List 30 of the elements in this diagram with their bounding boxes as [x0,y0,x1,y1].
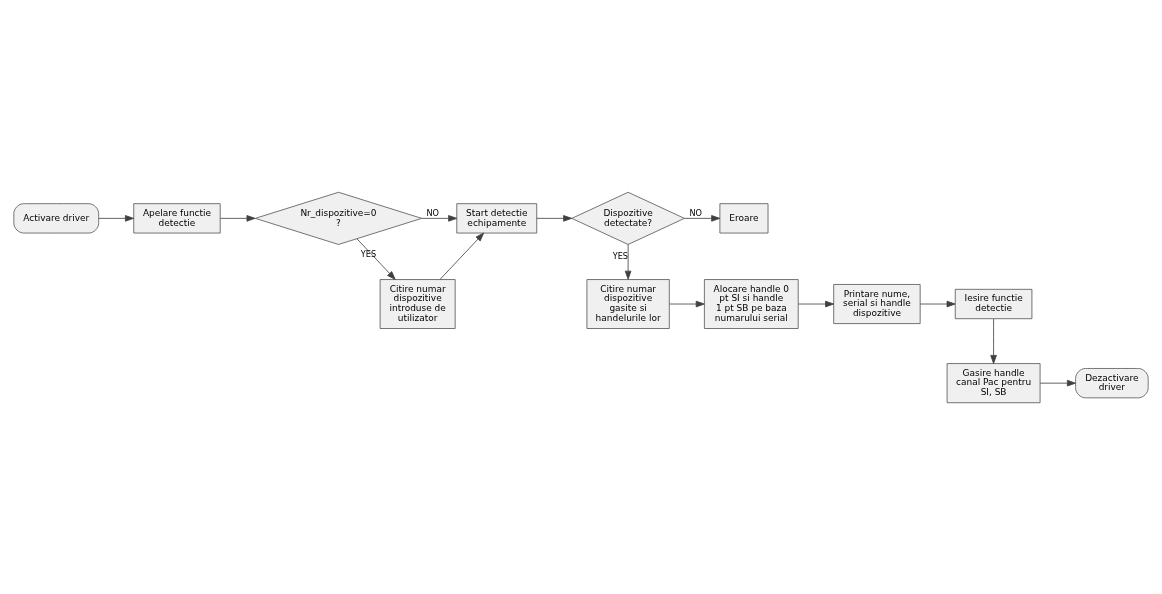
arrow [798,300,835,307]
arrow [1039,379,1076,386]
arrow [536,214,573,222]
node-diamond: Nr_dispozitive=0? [254,191,423,245]
arrow [684,214,721,222]
arrow [919,300,956,307]
arrow [356,238,396,280]
node-diamond: Dispozitive detectate? [571,191,685,245]
arrow [669,300,705,307]
node-box: Eroare [719,202,769,233]
edge-label: NO [426,207,439,218]
arrow [624,243,632,280]
arrow [421,214,458,222]
arrow [439,232,485,280]
node-box: Citire numar dispozitive introduse de utilizator [379,278,456,329]
edge-label: NO [689,207,702,218]
node-box: Alocare handle 0 pt SI si handle 1 pt SB pe baza numarului serial [704,278,799,329]
node-box: Apelare functie detectie [133,202,221,233]
arrow [990,318,997,364]
node-box: Citire numar dispozitive gasite si handelurile lor [586,278,670,329]
node-box: Dezactivare driver [1075,367,1149,398]
edge-label: YES [612,250,629,261]
arrow [220,214,256,222]
node-box: Gasire handle canal Pac pentru SI, SB [946,362,1041,403]
edge-label: YES [360,248,377,259]
arrow [98,214,134,222]
node-box: Iesire functie detectie [954,288,1033,319]
node-box: Activare driver [13,202,100,233]
node-box: Start detectie echipamente [456,202,538,233]
node-box: Printare nume, serial si handle dispozitive [833,283,921,324]
